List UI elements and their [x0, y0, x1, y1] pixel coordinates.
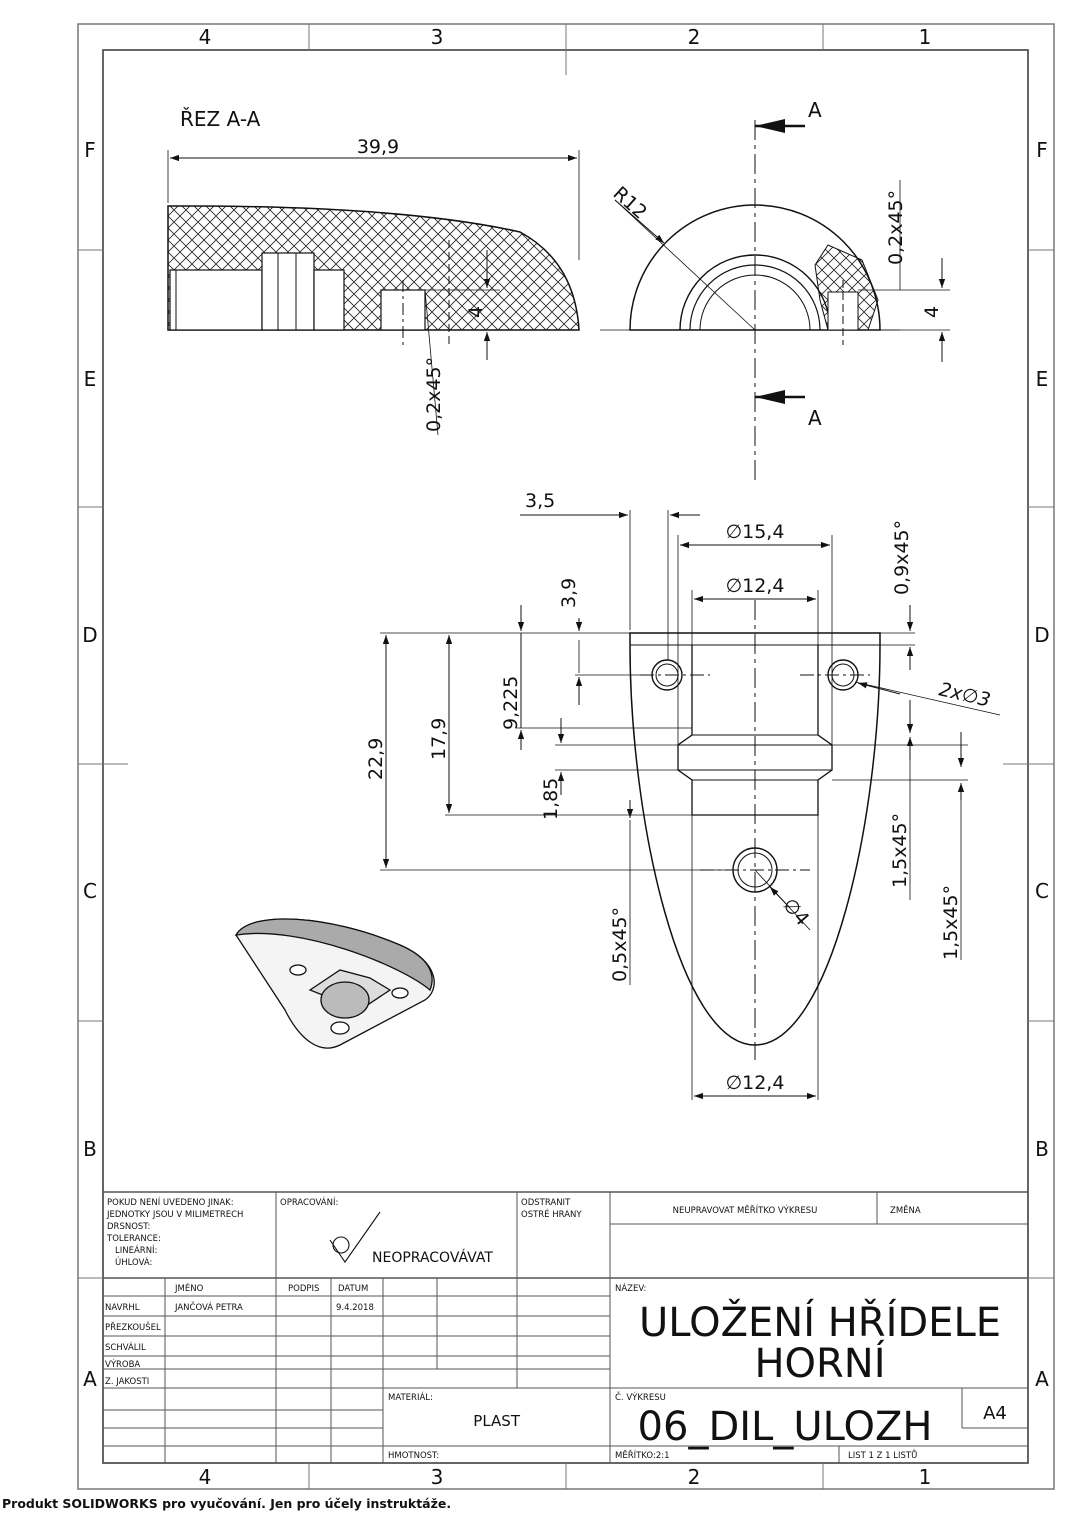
zone-col-1-top: 1	[919, 25, 932, 49]
dim-chamfer-left: 0,2x45°	[423, 357, 445, 432]
role-quality: Z. JAKOSTI	[105, 1377, 149, 1387]
zone-row-a-right: A	[1035, 1367, 1049, 1391]
zone-row-e-right: E	[1036, 367, 1049, 391]
dim-height-9-225: 9,225	[500, 676, 522, 730]
finish-value: NEOPRACOVÁVAT	[372, 1249, 493, 1266]
deburr-line-1: ODSTRANIT	[521, 1198, 571, 1208]
material-label: MATERIÁL:	[388, 1391, 433, 1403]
section-view-a-a: ŘEZ A-A 39,9 0,2x45° 4	[167, 107, 580, 436]
front-view: 3,5 ∅15,4 ∅12,4 0,9x45° 2x∅3 22,9 17	[365, 490, 1001, 1100]
zone-col-4-bottom: 4	[199, 1465, 212, 1489]
zone-col-1-bottom: 1	[919, 1465, 932, 1489]
dim-depth-right: 4	[921, 306, 943, 318]
zone-col-3-top: 3	[431, 25, 444, 49]
zone-col-3-bottom: 3	[431, 1465, 444, 1489]
dim-offset-3-5: 3,5	[525, 490, 555, 512]
zone-row-c-right: C	[1035, 879, 1049, 903]
dim-chamfer-1-5b: 1,5x45°	[940, 885, 962, 960]
surface-finish-symbol	[329, 1211, 381, 1263]
sheet-size: A4	[983, 1403, 1007, 1424]
finish-label: OPRACOVÁNÍ:	[280, 1196, 338, 1208]
drawing-number: 06_DIL_ULOZH	[638, 1404, 933, 1450]
note-line-4: TOLERANCE:	[106, 1234, 161, 1244]
zone-row-e-left: E	[84, 367, 97, 391]
deburr-line-2: OSTRÉ HRANY	[521, 1208, 582, 1220]
weight-label: HMOTNOST:	[388, 1451, 439, 1461]
design-date: 9.4.2018	[336, 1303, 374, 1313]
note-line-3: DRSNOST:	[107, 1222, 150, 1232]
role-checker: PŘEZKOUŠEL	[105, 1321, 161, 1333]
no-scale-note: NEUPRAVOVAT MĚŘÍTKO VÝKRESU	[673, 1204, 818, 1216]
dim-depth-left: 4	[465, 306, 487, 318]
zone-row-b-right: B	[1035, 1137, 1049, 1161]
dim-height-17-9: 17,9	[428, 718, 450, 760]
col-signature-header: PODPIS	[288, 1284, 319, 1294]
title-label: NÁZEV:	[615, 1282, 646, 1294]
cut-label-bottom: A	[808, 406, 822, 430]
role-production: VÝROBA	[105, 1358, 140, 1370]
sheet-frame	[77, 23, 1055, 1490]
sheet-count: LIST 1 Z 1 LISTŮ	[848, 1449, 917, 1461]
dim-height-3-9: 3,9	[558, 578, 580, 608]
dim-length-39-9: 39,9	[357, 136, 399, 158]
zone-col-2-bottom: 2	[688, 1465, 701, 1489]
note-line-2: JEDNOTKY JSOU V MILIMETRECH	[106, 1210, 243, 1220]
zone-row-b-left: B	[83, 1137, 97, 1161]
role-approver: SCHVÁLIL	[105, 1341, 146, 1353]
zone-row-d-right: D	[1034, 623, 1049, 647]
zone-labels: 4 3 2 1 4 3 2 1 F E D C B A F E D C B A	[82, 25, 1049, 1489]
dim-dia-bottom: ∅12,4	[726, 1072, 785, 1094]
dim-dia-outer: ∅15,4	[726, 521, 785, 543]
zone-row-a-left: A	[83, 1367, 97, 1391]
dim-chamfer-0-5: 0,5x45°	[609, 907, 631, 982]
dim-height-22-9: 22,9	[365, 738, 387, 780]
cut-label-top: A	[808, 98, 822, 122]
zone-row-c-left: C	[83, 879, 97, 903]
note-line-1: POKUD NENÍ UVEDENO JINAK:	[107, 1196, 234, 1208]
col-name-header: JMÉNO	[174, 1282, 204, 1294]
dim-radius-r12: R12	[609, 182, 652, 223]
col-date-header: DATUM	[338, 1284, 368, 1294]
revision-label: ZMĚNA	[890, 1204, 921, 1216]
dim-dia-inner: ∅12,4	[726, 575, 785, 597]
watermark-footer: Produkt SOLIDWORKS pro vyučování. Jen pr…	[2, 1496, 452, 1511]
section-title: ŘEZ A-A	[180, 107, 261, 131]
dim-height-1-85: 1,85	[540, 778, 562, 820]
zone-row-f-right: F	[1036, 138, 1048, 162]
dwg-no-label: Č. VÝKRESU	[615, 1391, 666, 1403]
note-line-6: ÚHLOVÁ:	[115, 1256, 152, 1268]
drawing-title-line-1: ULOŽENÍ HŘÍDELE	[639, 1298, 1001, 1346]
zone-row-d-left: D	[82, 623, 97, 647]
note-line-5: LINEÁRNÍ:	[115, 1244, 157, 1256]
zone-col-2-top: 2	[688, 25, 701, 49]
material-value: PLAST	[473, 1412, 521, 1430]
zone-col-4-top: 4	[199, 25, 212, 49]
title-block-text: POKUD NENÍ UVEDENO JINAK: JEDNOTKY JSOU …	[105, 1196, 1007, 1461]
dim-chamfer-right: 0,2x45°	[885, 190, 907, 265]
dim-chamfer-0-9: 0,9x45°	[891, 520, 913, 595]
isometric-view	[234, 918, 435, 1049]
side-view: A A R12 0,2x45° 4	[600, 98, 950, 480]
zone-row-f-left: F	[84, 138, 96, 162]
role-designer: NAVRHL	[105, 1303, 140, 1313]
scale-value: MĚŘÍTKO:2:1	[615, 1449, 670, 1461]
title-block	[103, 1191, 1028, 1463]
drawing-title-line-2: HORNÍ	[754, 1339, 885, 1387]
designer-name: JANČOVÁ PETRA	[174, 1301, 243, 1313]
dim-chamfer-1-5a: 1,5x45°	[889, 813, 911, 888]
